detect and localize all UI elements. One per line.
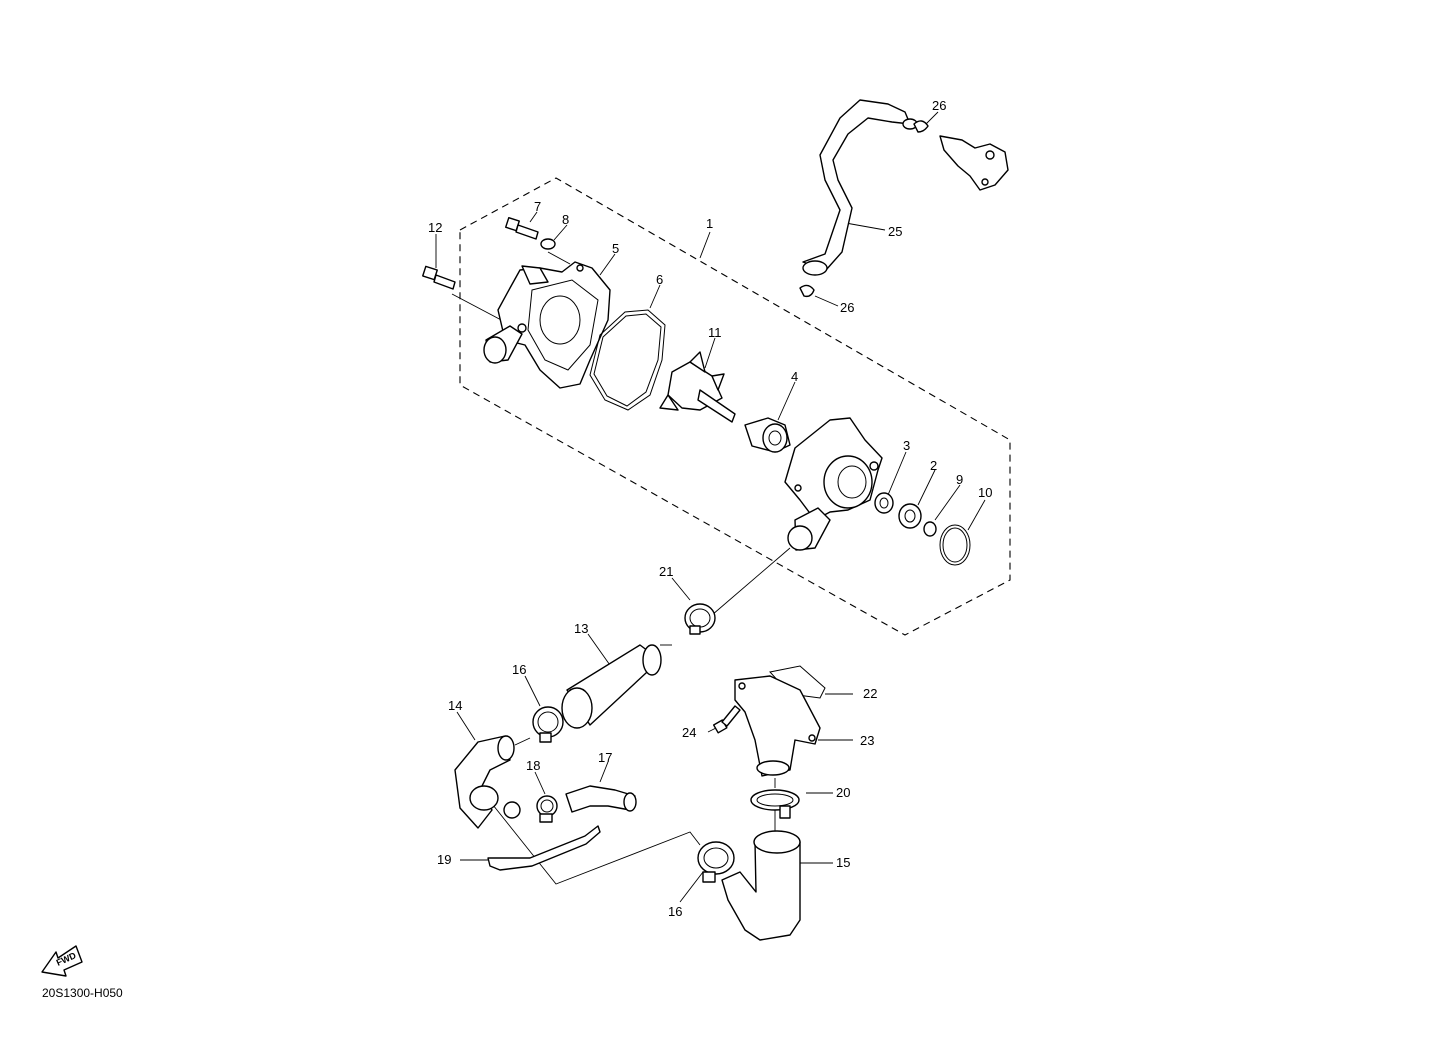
impeller-shaft [659, 351, 736, 423]
callout-18: 18 [526, 758, 540, 773]
callout-19: 19 [437, 852, 451, 867]
callout-8: 8 [562, 212, 569, 227]
pump-cover [483, 261, 611, 389]
callout-26b: 26 [840, 300, 854, 315]
bolt [712, 705, 741, 734]
hose-clamp [684, 603, 716, 635]
elbow-hose [454, 735, 515, 829]
callout-25: 25 [888, 224, 902, 239]
callout-labels: 1 2 3 4 5 6 7 8 9 10 11 12 13 14 15 16 1… [428, 98, 992, 919]
bracket [487, 825, 601, 871]
callout-5: 5 [612, 241, 619, 256]
hose-clamp [536, 795, 558, 823]
hose-clamp [750, 789, 800, 819]
callout-2: 2 [930, 458, 937, 473]
water-hose [561, 644, 662, 729]
hose-clip [799, 120, 929, 298]
o-ring [589, 309, 666, 411]
callout-16a: 16 [512, 662, 526, 677]
callout-17: 17 [598, 750, 612, 765]
callout-4: 4 [791, 369, 798, 384]
o-ring [939, 524, 971, 566]
bolt [504, 216, 539, 240]
fwd-arrow-icon: FWD [41, 945, 83, 977]
hose-clamp [697, 841, 735, 883]
callout-24: 24 [682, 725, 696, 740]
water-hose [721, 830, 801, 941]
callout-23: 23 [860, 733, 874, 748]
diagram-code: 20S1300-H050 [42, 986, 123, 1000]
small-hose [565, 785, 637, 813]
engine-fitting [939, 135, 1009, 191]
bearing [898, 503, 922, 529]
thermostat-cover [734, 665, 826, 777]
callout-20: 20 [836, 785, 850, 800]
bypass-hose [802, 99, 918, 276]
hose-clamp [503, 801, 521, 819]
callout-3: 3 [903, 438, 910, 453]
callout-9: 9 [956, 472, 963, 487]
callout-6: 6 [656, 272, 663, 287]
callout-22: 22 [863, 686, 877, 701]
bolt [422, 265, 456, 290]
callout-11: 11 [708, 325, 722, 340]
oil-seal [874, 492, 894, 514]
pump-assembly-boundary [459, 177, 1011, 636]
mechanical-seal [744, 417, 791, 453]
callout-15: 15 [836, 855, 850, 870]
callout-13: 13 [574, 621, 588, 636]
callout-10: 10 [978, 485, 992, 500]
circlip [923, 521, 937, 537]
hose-clamp [532, 706, 564, 743]
callout-7: 7 [534, 199, 541, 214]
callout-14: 14 [448, 698, 462, 713]
callout-16b: 16 [668, 904, 682, 919]
callout-26a: 26 [932, 98, 946, 113]
callout-21: 21 [659, 564, 673, 579]
callout-12: 12 [428, 220, 442, 235]
washer [540, 238, 556, 250]
callout-1: 1 [706, 216, 713, 231]
pump-housing [784, 417, 883, 551]
